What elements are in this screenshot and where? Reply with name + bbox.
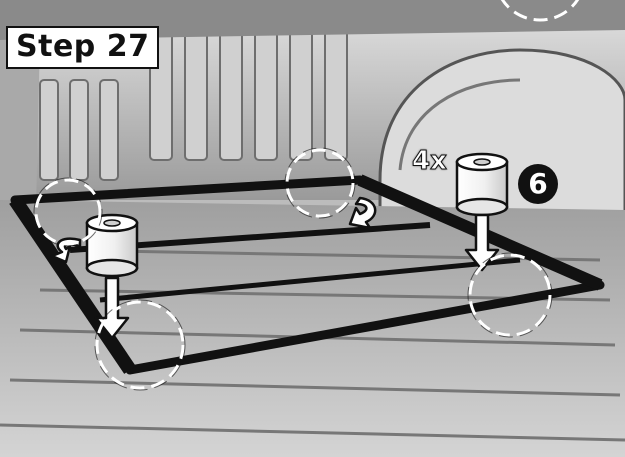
quantity-label: 4x	[412, 146, 447, 176]
part-number-badge: 6	[518, 164, 558, 204]
roller-part-icon	[87, 215, 137, 276]
roller-part-icon	[457, 154, 507, 215]
step-label: Step 27	[6, 26, 159, 69]
